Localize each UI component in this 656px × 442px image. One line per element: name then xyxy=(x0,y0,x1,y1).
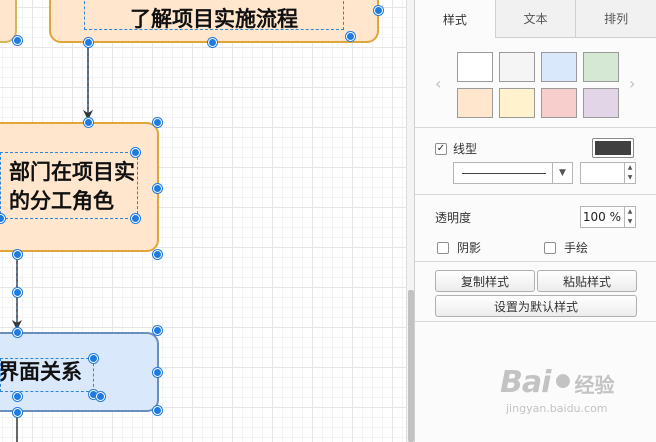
baidu-jingyan-watermark: Bai⚫经验 jingyan.baidu.com xyxy=(500,365,650,435)
selection-handle[interactable] xyxy=(13,392,22,401)
sketch-checkbox[interactable] xyxy=(544,241,556,254)
sketch-label: 手绘 xyxy=(564,241,589,255)
shadow-row: 阴影 xyxy=(437,239,481,256)
selection-handle[interactable] xyxy=(153,184,162,193)
style-buttons-section: 复制样式 粘贴样式 设置为默认样式 xyxy=(415,262,656,322)
copy-style-button[interactable]: 复制样式 xyxy=(435,270,535,292)
shape-bottom[interactable]: 界面关系 xyxy=(0,332,159,412)
shadow-checkbox[interactable] xyxy=(437,241,449,254)
shape-bottom-label: 界面关系 xyxy=(0,360,82,384)
scrollbar-thumb[interactable] xyxy=(408,290,414,442)
tab-arrange[interactable]: 排列 xyxy=(575,0,656,38)
line-color-button[interactable] xyxy=(592,138,634,158)
selection-handle[interactable] xyxy=(374,6,383,15)
swatch-grid xyxy=(457,52,619,118)
sketch-row: 手绘 xyxy=(544,239,588,256)
set-default-style-button[interactable]: 设置为默认样式 xyxy=(435,295,637,317)
selection-handle[interactable] xyxy=(131,214,140,223)
selection-handle[interactable] xyxy=(84,118,93,127)
opacity-spinner[interactable]: 100 % ▲▼ xyxy=(580,206,636,228)
selection-handle[interactable] xyxy=(153,250,162,259)
selection-handle[interactable] xyxy=(13,36,22,45)
selection-handle[interactable] xyxy=(13,328,22,337)
selection-handle[interactable] xyxy=(153,326,162,335)
selection-handle[interactable] xyxy=(13,288,22,297)
chevron-left-icon[interactable]: ‹ xyxy=(435,74,442,93)
shape-middle-label-line2: 的分工角色 xyxy=(9,189,114,213)
selection-handle[interactable] xyxy=(0,214,5,223)
chevron-right-icon[interactable]: › xyxy=(629,74,636,93)
selection-handle[interactable] xyxy=(13,408,22,417)
format-tabs: 样式 文本 排列 xyxy=(415,0,656,38)
tab-text[interactable]: 文本 xyxy=(494,0,576,38)
swatch-blue[interactable] xyxy=(541,52,577,82)
vertical-scrollbar[interactable] xyxy=(406,0,414,442)
selection-handle[interactable] xyxy=(153,406,162,415)
selection-handle[interactable] xyxy=(84,38,93,47)
opacity-row: 透明度 xyxy=(435,209,471,226)
selection-handle[interactable] xyxy=(131,148,140,157)
shape-middle[interactable]: 部门在项目实 的分工角色 xyxy=(0,122,159,252)
selection-handle[interactable] xyxy=(208,38,217,47)
line-checkbox[interactable]: ✓ xyxy=(435,142,447,155)
swatch-yellow[interactable] xyxy=(499,88,535,118)
watermark-brand-latin: Bai xyxy=(500,365,551,400)
selection-handle[interactable] xyxy=(89,354,98,363)
line-width-spinner[interactable]: ▲▼ xyxy=(580,162,636,184)
format-panel: 样式 文本 排列 ‹ › ✓ 线型 ▼ ▲▼ xyxy=(414,0,656,442)
chevron-down-icon: ▼ xyxy=(552,163,572,183)
line-style-preview xyxy=(462,172,546,174)
shape-top[interactable]: 了解项目实施流程 xyxy=(49,0,379,43)
line-color-fill xyxy=(595,141,631,155)
selection-handle[interactable] xyxy=(346,32,355,41)
swatch-white[interactable] xyxy=(457,52,493,82)
shape-middle-label-line1: 部门在项目实 xyxy=(9,160,135,184)
partial-shape-left[interactable] xyxy=(0,0,17,43)
swatch-green[interactable] xyxy=(583,52,619,82)
watermark-url: jingyan.baidu.com xyxy=(506,402,608,415)
line-section: ✓ 线型 ▼ ▲▼ xyxy=(415,128,656,195)
spinner-arrows-icon: ▲▼ xyxy=(624,207,635,227)
selection-handle[interactable] xyxy=(153,368,162,377)
diagram-canvas[interactable]: 了解项目实施流程 部门在项目实 的分工角色 界面关系 xyxy=(0,0,406,442)
tab-style[interactable]: 样式 xyxy=(415,0,495,38)
style-swatches: ‹ › xyxy=(415,38,656,128)
line-style-select[interactable]: ▼ xyxy=(453,162,573,184)
swatch-gray[interactable] xyxy=(499,52,535,82)
shape-middle-label: 部门在项目实 的分工角色 xyxy=(0,158,135,216)
shape-top-label: 了解项目实施流程 xyxy=(130,6,298,31)
opacity-value: 100 % xyxy=(582,210,621,224)
paste-style-button[interactable]: 粘贴样式 xyxy=(537,270,637,292)
selection-handle[interactable] xyxy=(13,250,22,259)
swatch-purple[interactable] xyxy=(583,88,619,118)
swatch-orange[interactable] xyxy=(457,88,493,118)
selection-handle[interactable] xyxy=(96,392,105,401)
swatch-red[interactable] xyxy=(541,88,577,118)
selection-handle[interactable] xyxy=(153,118,162,127)
watermark-brand-cn: 经验 xyxy=(574,373,615,397)
watermark-brand: Bai⚫经验 xyxy=(500,365,650,403)
opacity-label: 透明度 xyxy=(435,211,472,225)
line-label: 线型 xyxy=(453,142,478,156)
line-row: ✓ 线型 xyxy=(435,140,477,157)
paw-icon: ⚫ xyxy=(550,365,575,400)
shadow-label: 阴影 xyxy=(457,241,482,255)
spinner-arrows-icon: ▲▼ xyxy=(624,163,635,183)
opacity-section: 透明度 100 % ▲▼ 阴影 手绘 xyxy=(415,195,656,262)
